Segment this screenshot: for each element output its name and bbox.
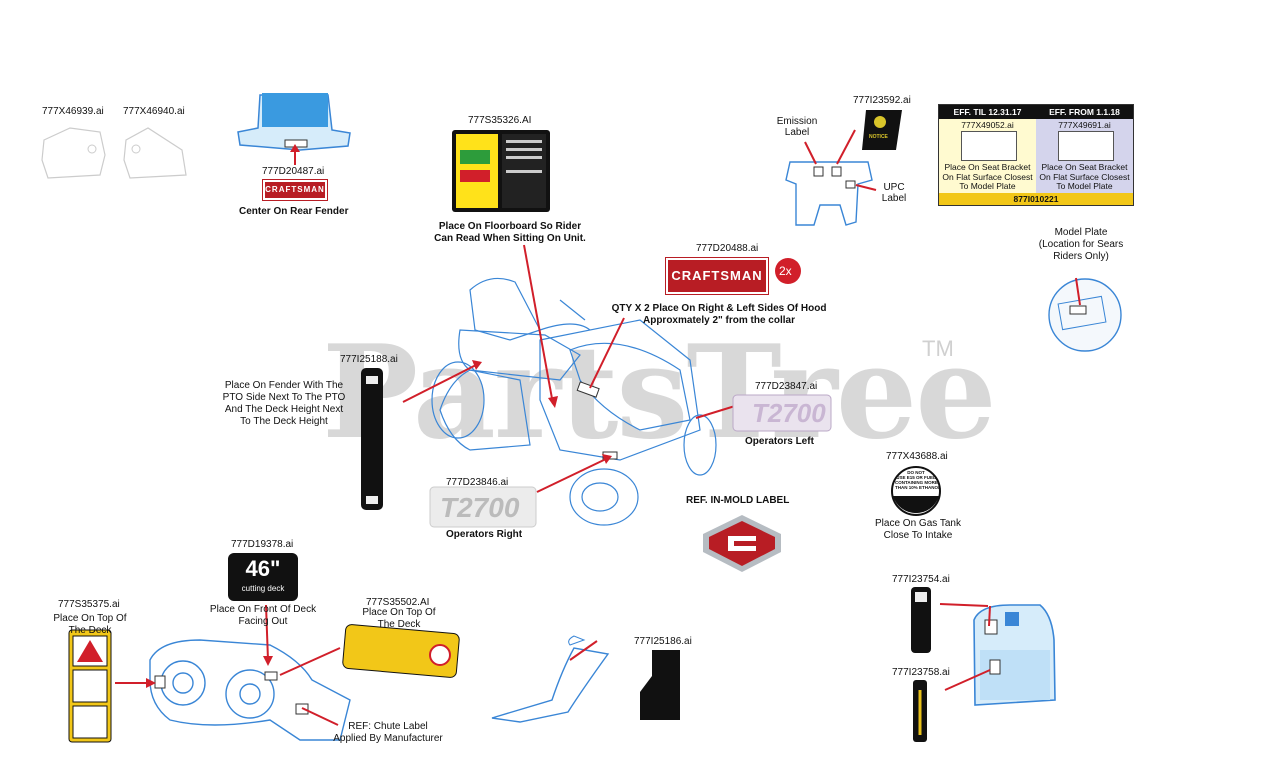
lift-lever-drawing <box>491 647 610 723</box>
notice-decal <box>862 110 902 150</box>
part-777D23847: 777D23847.ai <box>755 381 818 392</box>
part-777D19378: 777D19378.ai <box>231 539 294 550</box>
decal-23754 <box>911 587 931 653</box>
note-front-deck: Place On Front Of Deck Facing Out <box>209 604 317 627</box>
eff-col2-note: Place On Seat Bracket On Flat Surface Cl… <box>1039 162 1130 191</box>
note-hood-2: Approxmately 2" from the collar <box>642 315 795 326</box>
note-hood-1: QTY X 2 Place On Right & Left Sides Of H… <box>611 303 827 314</box>
note-floorboard-2: Can Read When Sitting On Unit. <box>434 233 586 244</box>
notice-text: NOTICE <box>869 134 888 140</box>
eff-col1-part: 777X49052.ai <box>961 120 1014 130</box>
watermark-tm: TM <box>922 336 954 361</box>
eff-col2-part: 777X49691.ai <box>1058 120 1111 130</box>
decal-hole-right <box>131 144 141 154</box>
inmold-label: REF. IN-MOLD LABEL <box>686 495 790 506</box>
part-777S35375: 777S35375.ai <box>58 599 120 610</box>
craftsman-badge-small: CRAFTSMAN <box>262 179 328 201</box>
note-gas-tank: Place On Gas Tank Close To Intake <box>875 518 961 541</box>
cutting-deck-caption: cutting deck <box>241 584 285 593</box>
t2700-left-text: T2700 <box>752 398 826 428</box>
cutting-deck-decal <box>228 553 298 601</box>
arrow-hood <box>589 317 625 389</box>
part-777D23846: 777D23846.ai <box>446 477 509 488</box>
part-777I25186: 777I25186.ai <box>634 636 692 647</box>
label-upc: UPC Label <box>881 182 907 204</box>
decal-outline-left <box>41 127 106 179</box>
seat-back <box>262 93 328 127</box>
part-777S35502: 777S35502.AI <box>366 597 430 608</box>
note-model-plate: Model Plate (Location for Sears Riders O… <box>1038 227 1124 262</box>
decal-hole-left <box>87 144 97 154</box>
reverse-decal <box>640 650 680 720</box>
arrow-floorboard <box>523 244 554 405</box>
part-777D20488: 777D20488.ai <box>696 243 759 254</box>
qty-badge-circle <box>775 258 801 284</box>
arrow-op-right <box>536 457 609 493</box>
note-chute: REF: Chute Label Applied By Manufacturer <box>333 721 443 744</box>
mower-drawing <box>431 277 717 526</box>
eff-footer: 877I010221 <box>939 193 1133 205</box>
part-777S35326: 777S35326.AI <box>468 115 532 126</box>
t2700-right-badge <box>429 486 537 528</box>
part-777I25188: 777I25188.ai <box>340 354 398 365</box>
part-777D20487: 777D20487.ai <box>262 166 325 177</box>
part-777X46939: 777X46939.ai <box>42 106 104 117</box>
gas-decal-text: DO NOT USE E15 OR FUEL CONTAINING MORE T… <box>895 470 941 490</box>
model-plate-circle <box>1048 278 1122 352</box>
part-777I23592: 777I23592.ai <box>853 95 911 106</box>
eff-col1-note: Place On Seat Bracket On Flat Surface Cl… <box>942 162 1033 191</box>
part-777I23758: 777I23758.ai <box>892 667 950 678</box>
eff-col2-head: EFF. FROM 1.1.18 <box>1036 105 1133 119</box>
eff-col1-plate <box>961 131 1017 161</box>
cutting-deck-size: 46" <box>245 556 281 581</box>
part-777I23754: 777I23754.ai <box>892 574 950 585</box>
arrow-pto <box>402 363 479 403</box>
note-operators-left: Operators Left <box>745 436 814 447</box>
note-top-deck-left: Place On Top Of The Deck <box>53 613 127 636</box>
note-top-deck-right: Place On Top Of The Deck <box>362 607 436 630</box>
t2700-right-text: T2700 <box>440 492 520 523</box>
eff-table: EFF. TIL 12.31.17 EFF. FROM 1.1.18 777X4… <box>938 104 1134 206</box>
qty-badge: 2x <box>779 264 792 278</box>
note-rear-fender: Center On Rear Fender <box>239 206 349 217</box>
deck-decal-strip <box>342 624 460 678</box>
t2700-left-badge <box>732 394 832 432</box>
note-operators-right: Operators Right <box>446 529 523 540</box>
watermark: PartsTree <box>322 318 997 468</box>
deck-drawing <box>149 639 351 741</box>
pto-decal <box>361 368 383 510</box>
label-emission: Emission Label <box>776 116 818 138</box>
seat-bracket-drawing <box>785 161 873 226</box>
eff-col2-plate <box>1058 131 1114 161</box>
note-pto: Place On Fender With The PTO Side Next T… <box>222 380 346 427</box>
arrow-op-left <box>695 405 736 419</box>
part-777X43688: 777X43688.ai <box>886 451 948 462</box>
eff-col1-head: EFF. TIL 12.31.17 <box>939 105 1036 119</box>
part-777X46940: 777X46940.ai <box>123 106 185 117</box>
note-floorboard-1: Place On Floorboard So Rider <box>438 221 582 232</box>
decal-outline-right <box>123 127 187 179</box>
craftsman-badge-hood: CRAFTSMAN <box>665 257 769 295</box>
